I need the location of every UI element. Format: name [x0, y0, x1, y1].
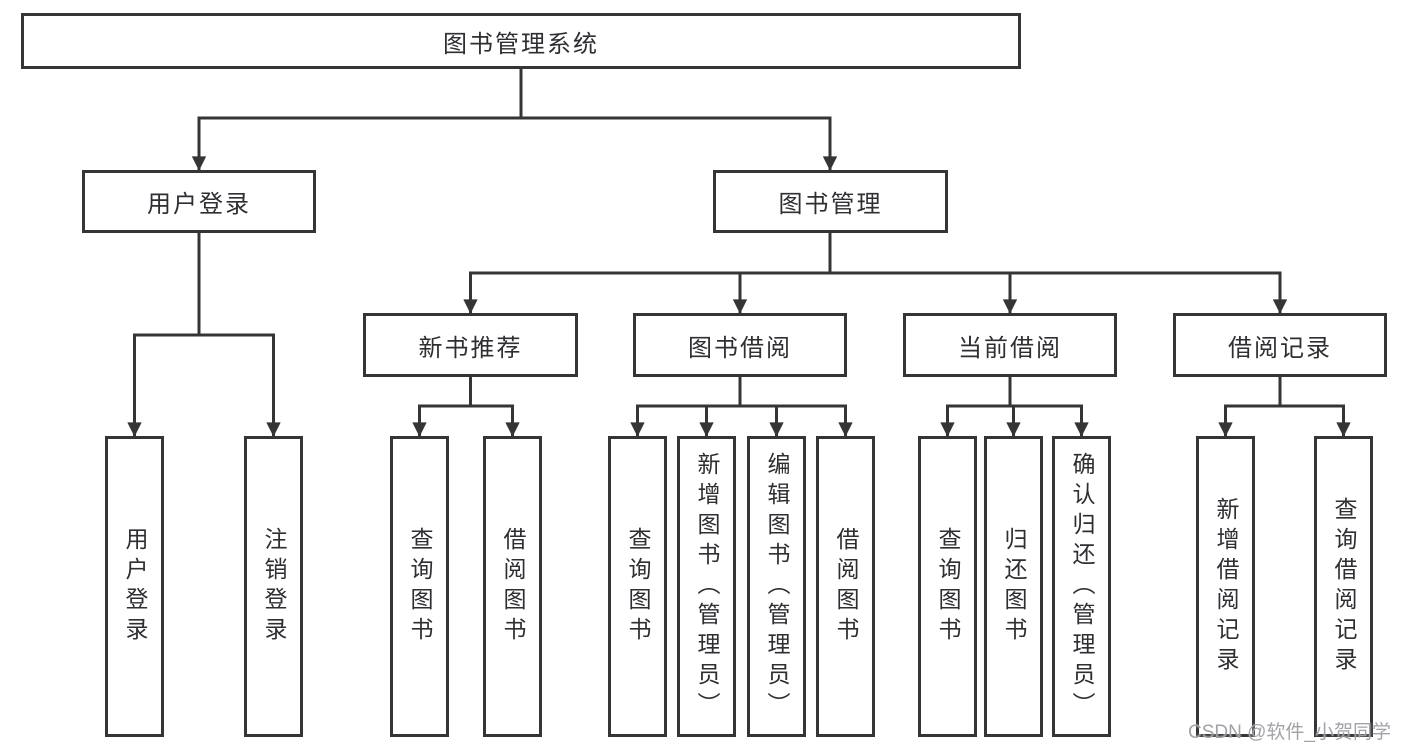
- node-book-management: 图书管理: [713, 170, 948, 233]
- leaf-query-books-borrow: 查询图书: [608, 436, 667, 737]
- node-label: 图书借阅: [688, 334, 792, 362]
- node-label: 编辑图书（管理员）: [764, 451, 790, 722]
- node-current-borrow: 当前借阅: [903, 313, 1117, 377]
- leaf-borrow-books: 借阅图书: [816, 436, 875, 737]
- node-book-borrow: 图书借阅: [633, 313, 847, 377]
- node-user-login: 用户登录: [82, 170, 316, 233]
- node-label: 新增图书（管理员）: [694, 451, 720, 722]
- csdn-watermark: CSDN @软件_小贺同学: [1188, 722, 1391, 743]
- node-label: 用户登录: [147, 191, 251, 218]
- leaf-query-books-recommend: 查询图书: [390, 436, 449, 737]
- leaf-confirm-return-admin: 确认归还（管理员）: [1052, 436, 1111, 737]
- node-label: 当前借阅: [958, 334, 1062, 362]
- node-new-book-recommend: 新书推荐: [363, 313, 578, 377]
- node-label: 新书推荐: [418, 334, 523, 362]
- node-label: 注销登录: [261, 526, 287, 647]
- node-label: 图书管理: [778, 191, 883, 218]
- node-label: 查询借阅记录: [1331, 496, 1357, 677]
- node-label: 查询图书: [407, 526, 433, 647]
- node-label: 用户登录: [122, 526, 148, 647]
- node-borrow-records: 借阅记录: [1173, 313, 1387, 377]
- leaf-return-books: 归还图书: [984, 436, 1043, 737]
- node-label: 确认归还（管理员）: [1069, 451, 1095, 722]
- node-label: 新增借阅记录: [1213, 496, 1239, 677]
- node-root-library-system: 图书管理系统: [21, 13, 1021, 69]
- node-label: 图书管理系统: [443, 30, 599, 58]
- leaf-borrow-books-recommend: 借阅图书: [483, 436, 542, 737]
- leaf-edit-books-admin: 编辑图书（管理员）: [747, 436, 806, 737]
- leaf-query-books-current: 查询图书: [918, 436, 977, 737]
- leaf-add-books-admin: 新增图书（管理员）: [677, 436, 736, 737]
- node-label: 查询图书: [935, 526, 961, 647]
- node-label: 借阅图书: [500, 526, 526, 647]
- node-label: 借阅图书: [833, 526, 859, 647]
- node-label: 查询图书: [625, 526, 651, 647]
- leaf-add-borrow-record: 新增借阅记录: [1196, 436, 1255, 737]
- leaf-logout: 注销登录: [244, 436, 303, 737]
- leaf-query-borrow-record: 查询借阅记录: [1314, 436, 1373, 737]
- node-label: 归还图书: [1001, 526, 1027, 647]
- node-label: 借阅记录: [1228, 334, 1332, 362]
- leaf-user-login: 用户登录: [105, 436, 164, 737]
